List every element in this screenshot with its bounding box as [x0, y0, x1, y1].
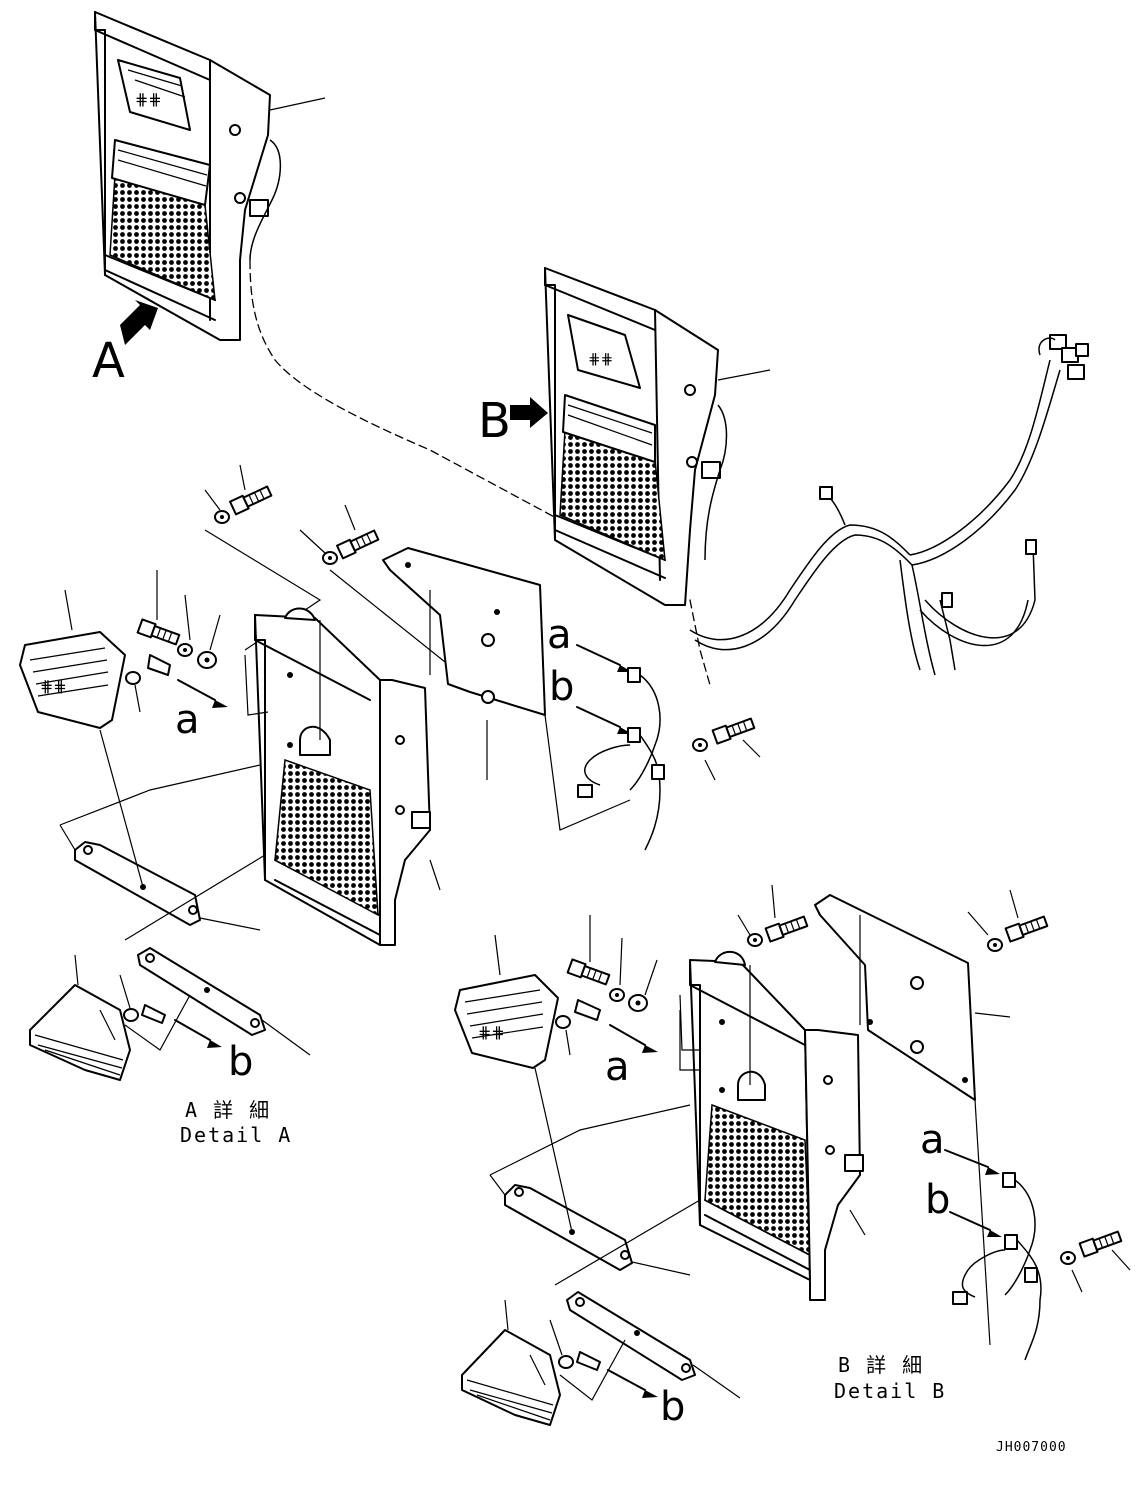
svg-text:⋕⋕: ⋕⋕: [40, 677, 67, 696]
svg-text:⋕⋕: ⋕⋕: [135, 90, 162, 109]
label-a-lower-right: a: [605, 1044, 630, 1090]
view-b-label: B: [478, 393, 511, 449]
svg-text:⋕⋕: ⋕⋕: [478, 1023, 505, 1042]
label-a-upper: a: [175, 697, 200, 743]
label-a-lower-left: a: [547, 612, 572, 658]
upper-right-light-assembly: ⋕⋕: [544, 267, 771, 606]
detail-b-exploded-view: ⋕⋕ a: [454, 884, 1131, 1430]
view-a-arrow: A: [92, 300, 158, 389]
label-a-right-connector: a: [920, 1117, 945, 1163]
harness-dashed-route: [249, 259, 711, 686]
upper-left-light-assembly: ⋕⋕: [94, 11, 326, 341]
label-b-right-connector: b: [925, 1177, 950, 1223]
detail-b-caption-en: Detail B: [834, 1379, 946, 1403]
svg-text:⋕⋕: ⋕⋕: [588, 350, 613, 368]
label-b-lower-left: b: [228, 1039, 253, 1085]
detail-b-caption-jp: B 詳 細: [838, 1353, 924, 1377]
drawing-code: JH007000: [996, 1440, 1067, 1455]
main-wire-harness: [689, 334, 1089, 676]
view-a-label: A: [92, 333, 125, 389]
view-b-arrow: B: [478, 393, 548, 449]
label-b-lower-right: b: [660, 1384, 685, 1430]
detail-a-caption-en: Detail A: [180, 1123, 292, 1147]
label-b-upper: b: [549, 664, 574, 710]
detail-a-exploded-view: ⋕⋕ a: [19, 464, 761, 1085]
detail-a-caption-jp: A 詳 細: [185, 1098, 271, 1122]
